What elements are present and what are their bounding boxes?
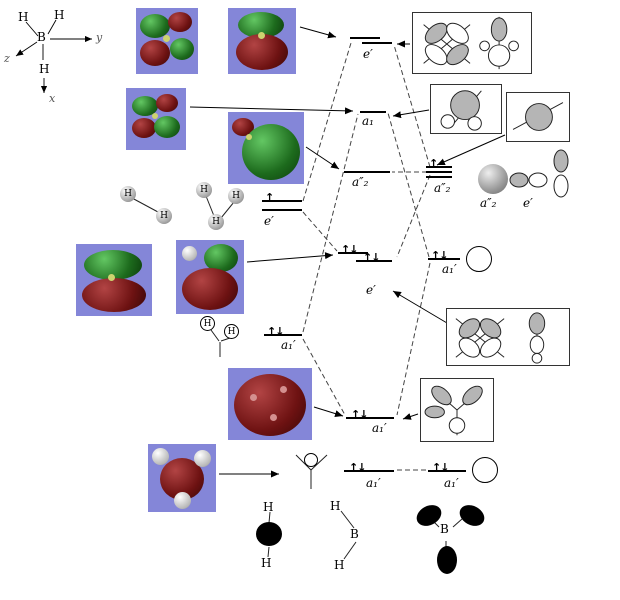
pointer-arrows bbox=[15, 26, 506, 478]
sketch-bond-lines bbox=[131, 195, 463, 560]
correlation-dashed-lines bbox=[302, 42, 431, 471]
axis-bond-lines bbox=[25, 19, 57, 60]
